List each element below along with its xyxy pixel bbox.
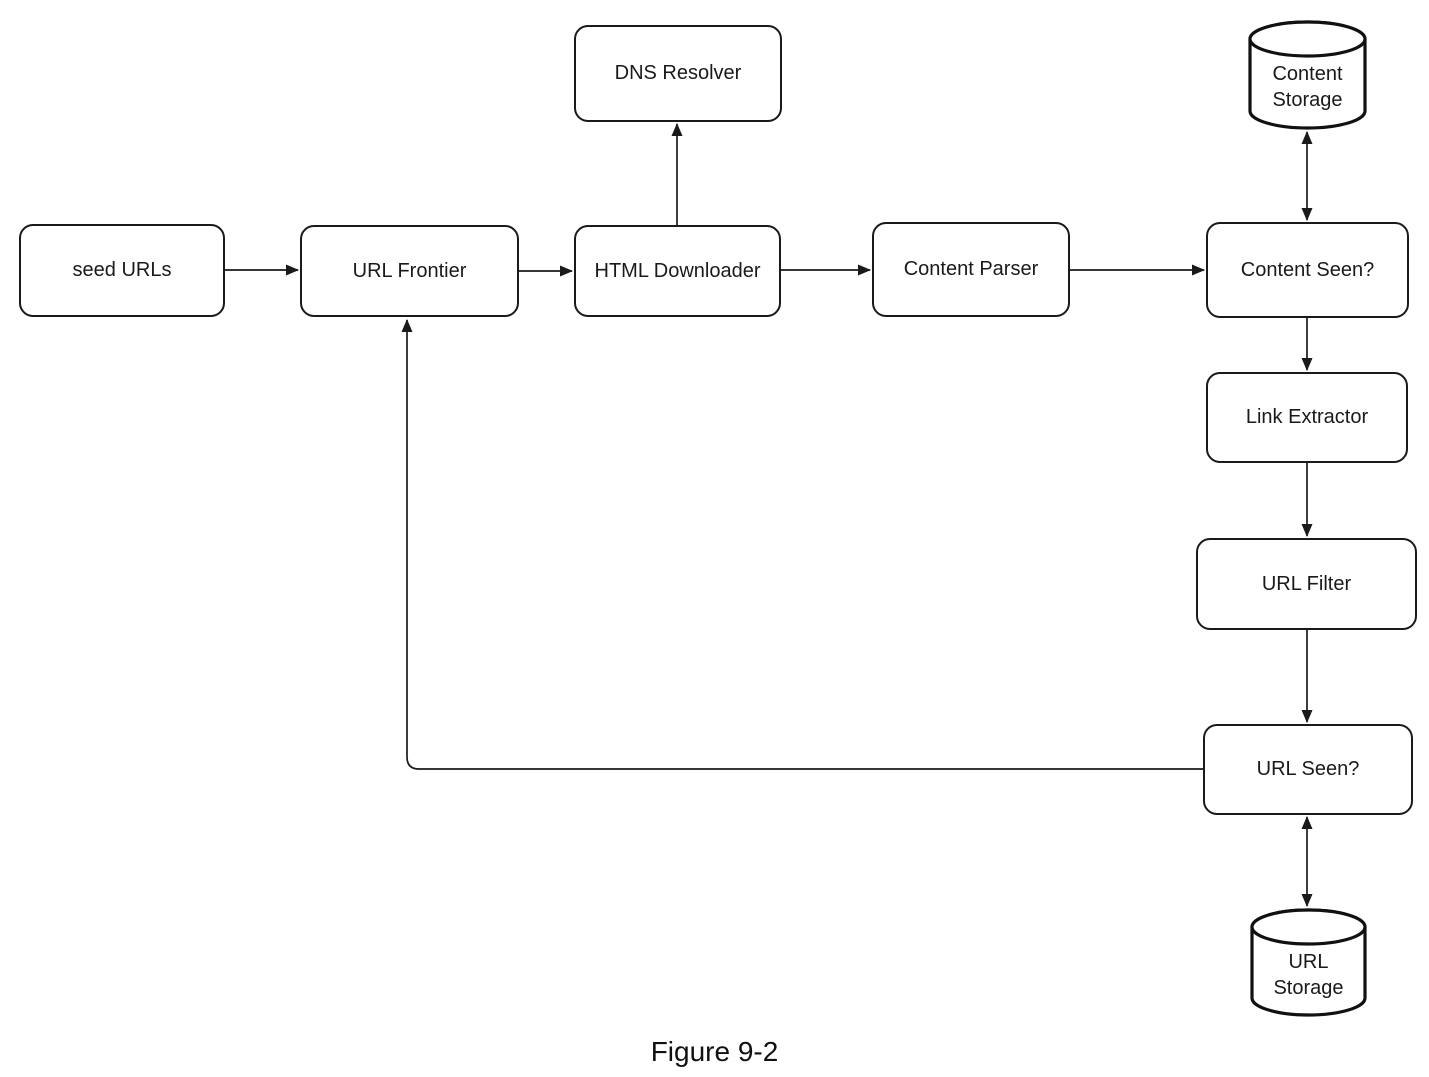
node-html-downloader: HTML Downloader (574, 225, 781, 317)
url-storage-label: URL Storage (1252, 936, 1365, 1014)
content-storage-label-line1: Content (1272, 63, 1343, 85)
node-dns-resolver-label: DNS Resolver (614, 62, 742, 84)
edge-url-seen-to-url-frontier-feedback (401, 319, 1203, 770)
content-storage-label-line2: Storage (1272, 89, 1343, 111)
node-content-parser-label: Content Parser (903, 258, 1039, 280)
node-seed-urls: seed URLs (19, 224, 225, 317)
url-storage-label-line2: Storage (1273, 977, 1344, 999)
url-storage-label-line1: URL (1288, 951, 1329, 973)
url-storage-cylinder (1250, 908, 1367, 1017)
node-url-seen-label: URL Seen? (1256, 758, 1360, 780)
node-link-extractor-label: Link Extractor (1245, 406, 1369, 428)
node-url-frontier-label: URL Frontier (352, 259, 467, 282)
node-content-parser: Content Parser (872, 222, 1070, 317)
node-url-frontier: URL Frontier (300, 225, 519, 317)
node-html-downloader-label: HTML Downloader (594, 259, 761, 282)
node-url-filter-label: URL Filter (1261, 572, 1352, 595)
node-content-seen-label: Content Seen? (1240, 258, 1375, 281)
node-dns-resolver: DNS Resolver (574, 25, 782, 122)
node-content-seen: Content Seen? (1206, 222, 1409, 318)
content-storage-label: Content Storage (1250, 48, 1365, 126)
content-storage-cylinder (1248, 20, 1367, 130)
node-url-seen: URL Seen? (1203, 724, 1413, 815)
node-seed-urls-label: seed URLs (72, 259, 172, 281)
node-link-extractor: Link Extractor (1206, 372, 1408, 463)
node-url-filter: URL Filter (1196, 538, 1417, 630)
figure-caption: Figure 9-2 (650, 1036, 779, 1067)
